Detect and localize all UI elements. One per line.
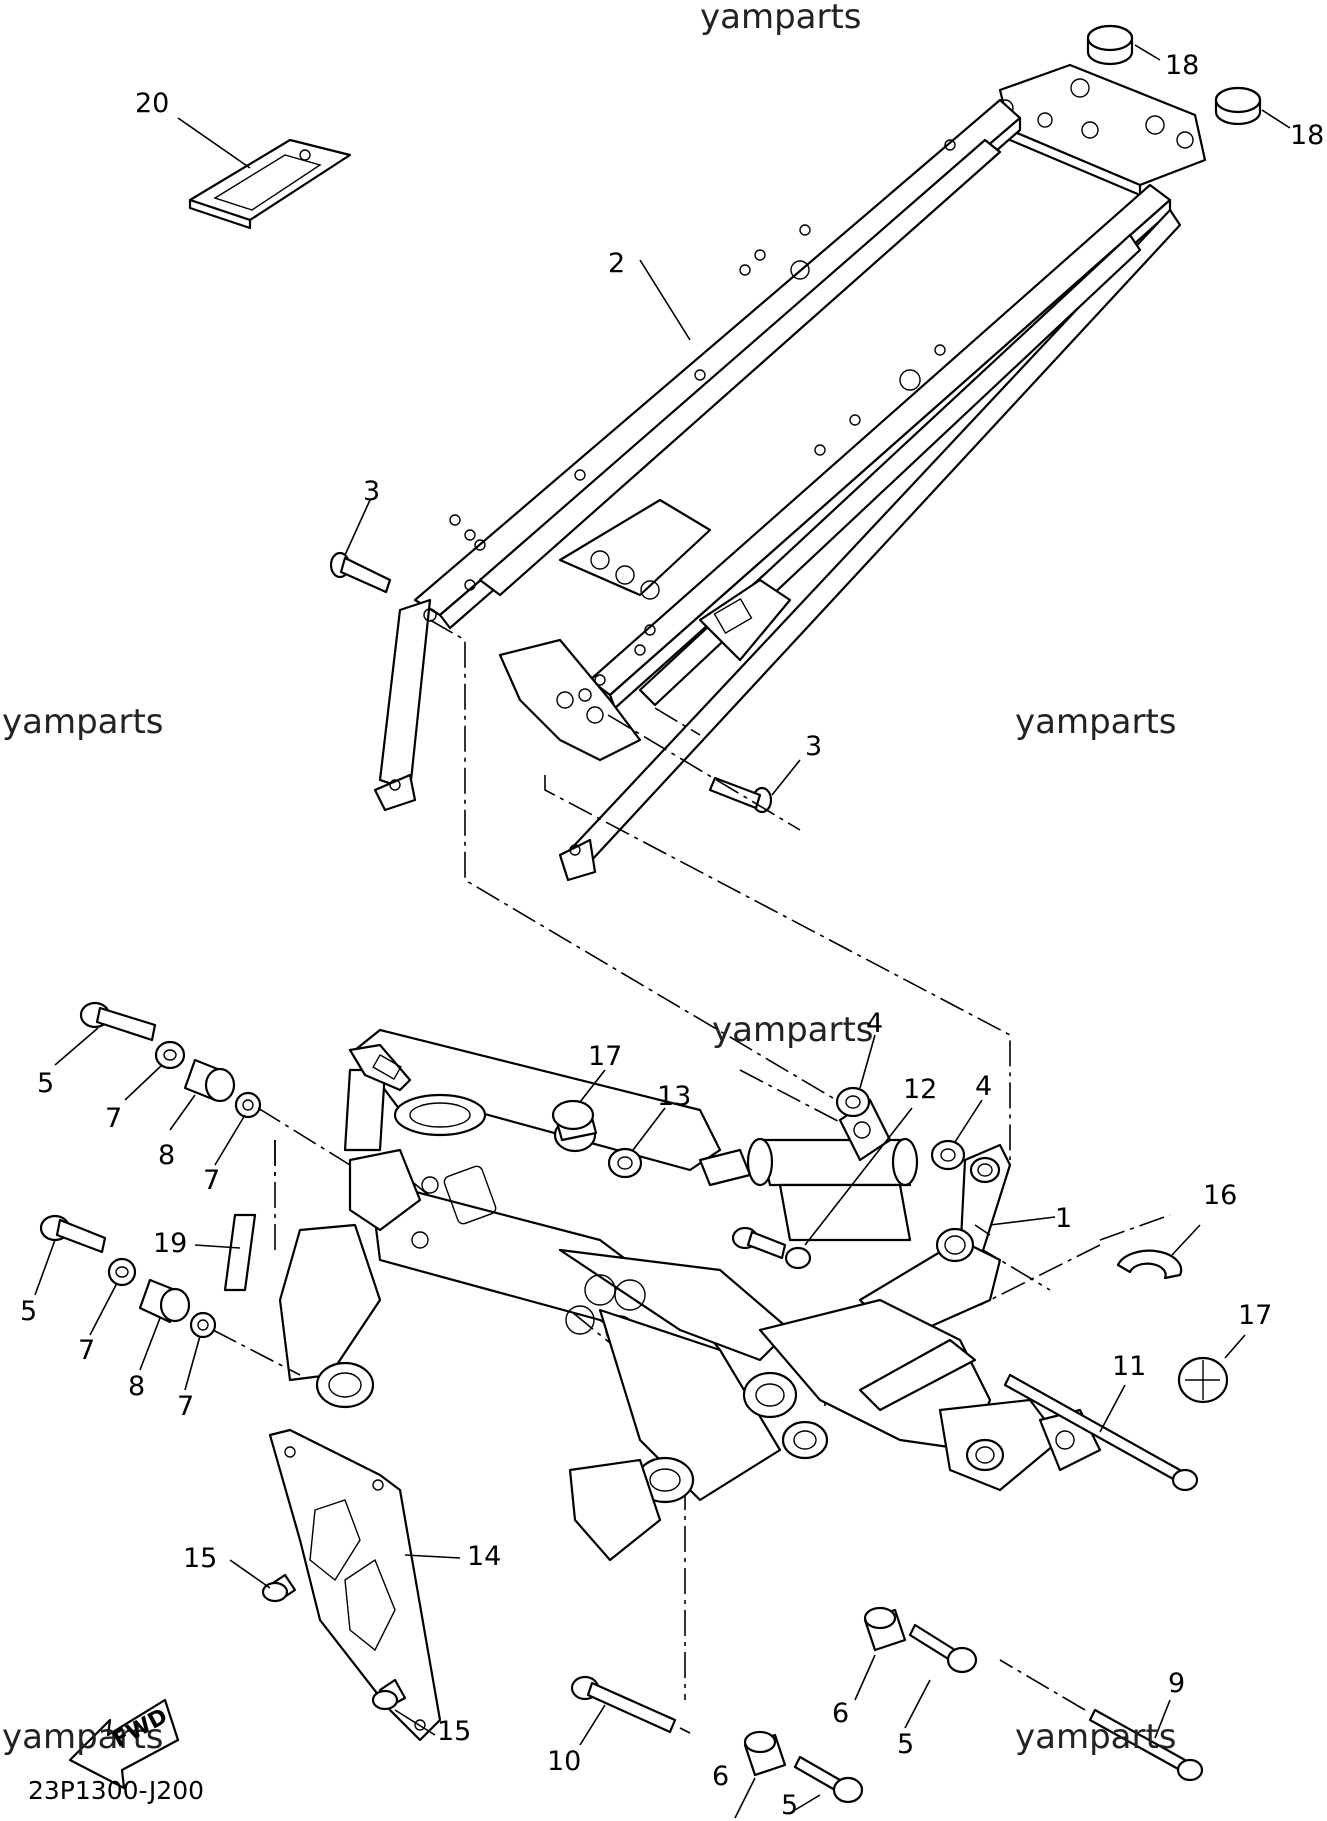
- callout-5-right: 5: [897, 1729, 915, 1760]
- bolt-15-lower: [371, 1678, 436, 1736]
- nut-4-upper: [835, 1034, 876, 1118]
- callout-5-lower-left: 5: [20, 1296, 38, 1327]
- callout-2: 2: [608, 248, 626, 279]
- diagram-code: 23P1300-J200: [28, 1776, 205, 1805]
- nut-4-right: [930, 1099, 983, 1171]
- collar-17-right: [1177, 1334, 1246, 1404]
- label-plate-20: [177, 117, 352, 230]
- watermark-right: yamparts: [1015, 702, 1177, 742]
- callout-16: 16: [1203, 1180, 1238, 1211]
- spacer-7-d: [184, 1311, 301, 1391]
- callout-4-upper: 4: [866, 1008, 884, 1039]
- callout-20: 20: [135, 88, 170, 119]
- watermark-bottom-right: yamparts: [1015, 1717, 1177, 1757]
- bolt-5-lower-left: [34, 1214, 107, 1296]
- collar-6-right: [854, 1606, 907, 1701]
- callout-8-a: 8: [158, 1140, 176, 1171]
- callout-13: 13: [657, 1081, 692, 1112]
- collar-17-upper: [551, 1069, 606, 1153]
- callout-15-upper: 15: [183, 1543, 218, 1574]
- callout-7-d: 7: [177, 1391, 195, 1422]
- bolt-3-left: [329, 499, 392, 594]
- callout-10: 10: [547, 1746, 582, 1777]
- callout-7-b: 7: [203, 1165, 221, 1196]
- cap-18-top: [1086, 24, 1161, 66]
- callout-7-c: 7: [78, 1335, 96, 1366]
- callout-9: 9: [1168, 1668, 1186, 1699]
- cap-18-right: [1214, 86, 1291, 129]
- callout-12: 12: [903, 1074, 938, 1105]
- main-frame-1: [278, 1028, 1102, 1562]
- callout-7-a: 7: [105, 1103, 123, 1134]
- callout-8-b: 8: [128, 1371, 146, 1402]
- washer-16: [979, 1224, 1201, 1306]
- callout-18-right: 18: [1290, 120, 1325, 151]
- callout-5-upper-left: 5: [37, 1068, 55, 1099]
- bolt-3-right: [708, 759, 801, 814]
- bolt-10: [570, 1675, 691, 1746]
- callout-6-right: 6: [832, 1698, 850, 1729]
- spacer-7-a: [124, 1040, 186, 1101]
- spacer-7-c: [89, 1257, 137, 1336]
- callout-3-left: 3: [363, 476, 381, 507]
- through-bolt-11: [1003, 1373, 1199, 1492]
- collar-8-b: [138, 1278, 191, 1371]
- watermark-bottom-left: yamparts: [2, 1717, 164, 1757]
- through-bolt-9: [999, 1659, 1204, 1782]
- bracket-plate-14: [268, 1428, 461, 1742]
- bolt-5-upper-left: [54, 1001, 157, 1066]
- callout-18-top: 18: [1165, 50, 1200, 81]
- watermark-middle: yamparts: [712, 1010, 874, 1050]
- nut-13: [607, 1107, 666, 1179]
- bolt-5-bottom: [793, 1755, 864, 1811]
- callout-19: 19: [153, 1228, 188, 1259]
- collar-8-a: [169, 1058, 236, 1131]
- spacer-7-b: [214, 1091, 351, 1166]
- callout-1: 1: [1055, 1203, 1073, 1234]
- callout-17-upper: 17: [588, 1041, 623, 1072]
- callout-4-right: 4: [975, 1071, 993, 1102]
- strip-19: [194, 1140, 276, 1292]
- bolt-12: [731, 1107, 913, 1270]
- watermark-top: yamparts: [700, 0, 862, 37]
- collar-6-bottom: [734, 1730, 787, 1819]
- fwd-arrow-icon: [68, 1698, 180, 1790]
- bolt-5-right: [904, 1623, 978, 1729]
- callout-11: 11: [1112, 1351, 1147, 1382]
- callout-14: 14: [467, 1541, 502, 1572]
- rear-subframe-2: [373, 63, 1207, 882]
- bolt-15-upper: [229, 1559, 297, 1603]
- callout-5-bottom: 5: [781, 1790, 799, 1821]
- watermark-left: yamparts: [2, 702, 164, 742]
- callout-6-bottom: 6: [712, 1761, 730, 1792]
- callout-17-right: 17: [1238, 1300, 1273, 1331]
- callout-15-lower: 15: [437, 1716, 472, 1747]
- callout-3-right: 3: [805, 731, 823, 762]
